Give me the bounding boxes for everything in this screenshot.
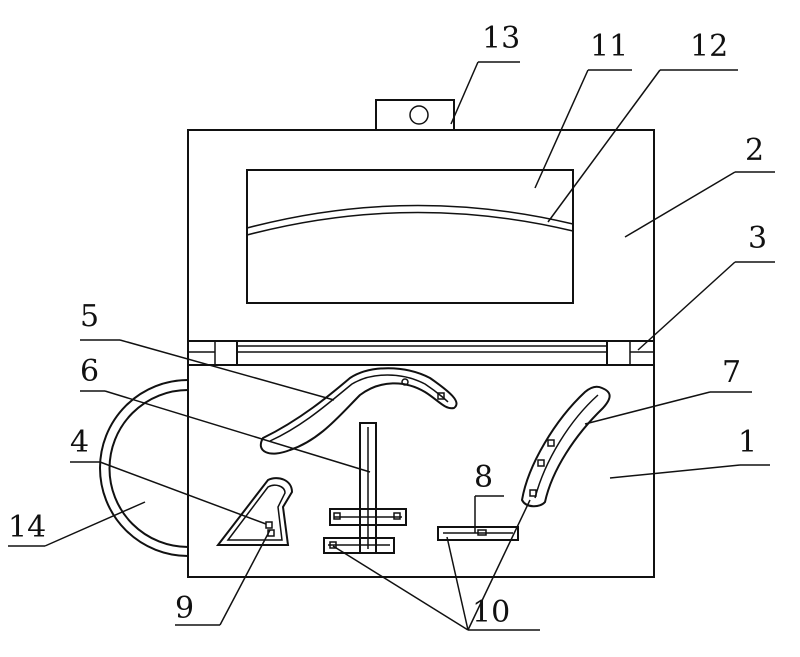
label-5: 5 xyxy=(80,299,99,334)
label-7: 7 xyxy=(722,355,741,390)
viewing-window xyxy=(247,170,573,303)
arc-template xyxy=(522,387,610,506)
label-8: 8 xyxy=(474,460,493,495)
hinge xyxy=(188,341,654,365)
label-12: 12 xyxy=(690,29,728,64)
label-2: 2 xyxy=(745,133,764,168)
label-9: 9 xyxy=(175,591,194,626)
cross-template xyxy=(324,423,406,553)
top-tab xyxy=(376,100,454,130)
label-10: 10 xyxy=(472,595,510,630)
label-13: 13 xyxy=(482,21,520,56)
triangle-template xyxy=(218,478,292,545)
curved-strip xyxy=(247,205,573,235)
label-4: 4 xyxy=(70,425,89,460)
label-3: 3 xyxy=(748,221,767,256)
label-14: 14 xyxy=(8,510,46,545)
upper-lid xyxy=(188,130,654,341)
side-handle xyxy=(100,380,188,556)
label-6: 6 xyxy=(80,354,99,389)
flat-template xyxy=(438,527,518,540)
label-1: 1 xyxy=(738,425,757,460)
label-11: 11 xyxy=(590,29,628,64)
s-curve-template xyxy=(261,368,457,453)
